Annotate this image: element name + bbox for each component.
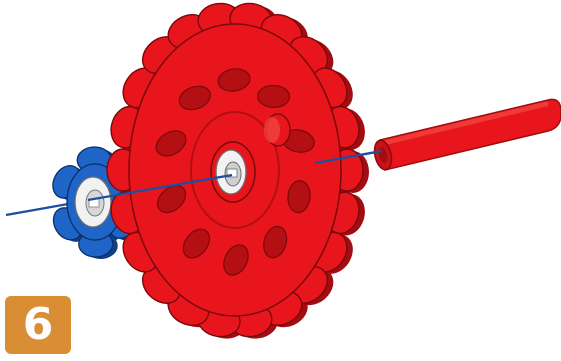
red-axle: [372, 99, 561, 171]
large-red-gear: [106, 1, 369, 342]
step-number-badge: 6: [5, 296, 71, 354]
gear-hole: [257, 85, 290, 108]
